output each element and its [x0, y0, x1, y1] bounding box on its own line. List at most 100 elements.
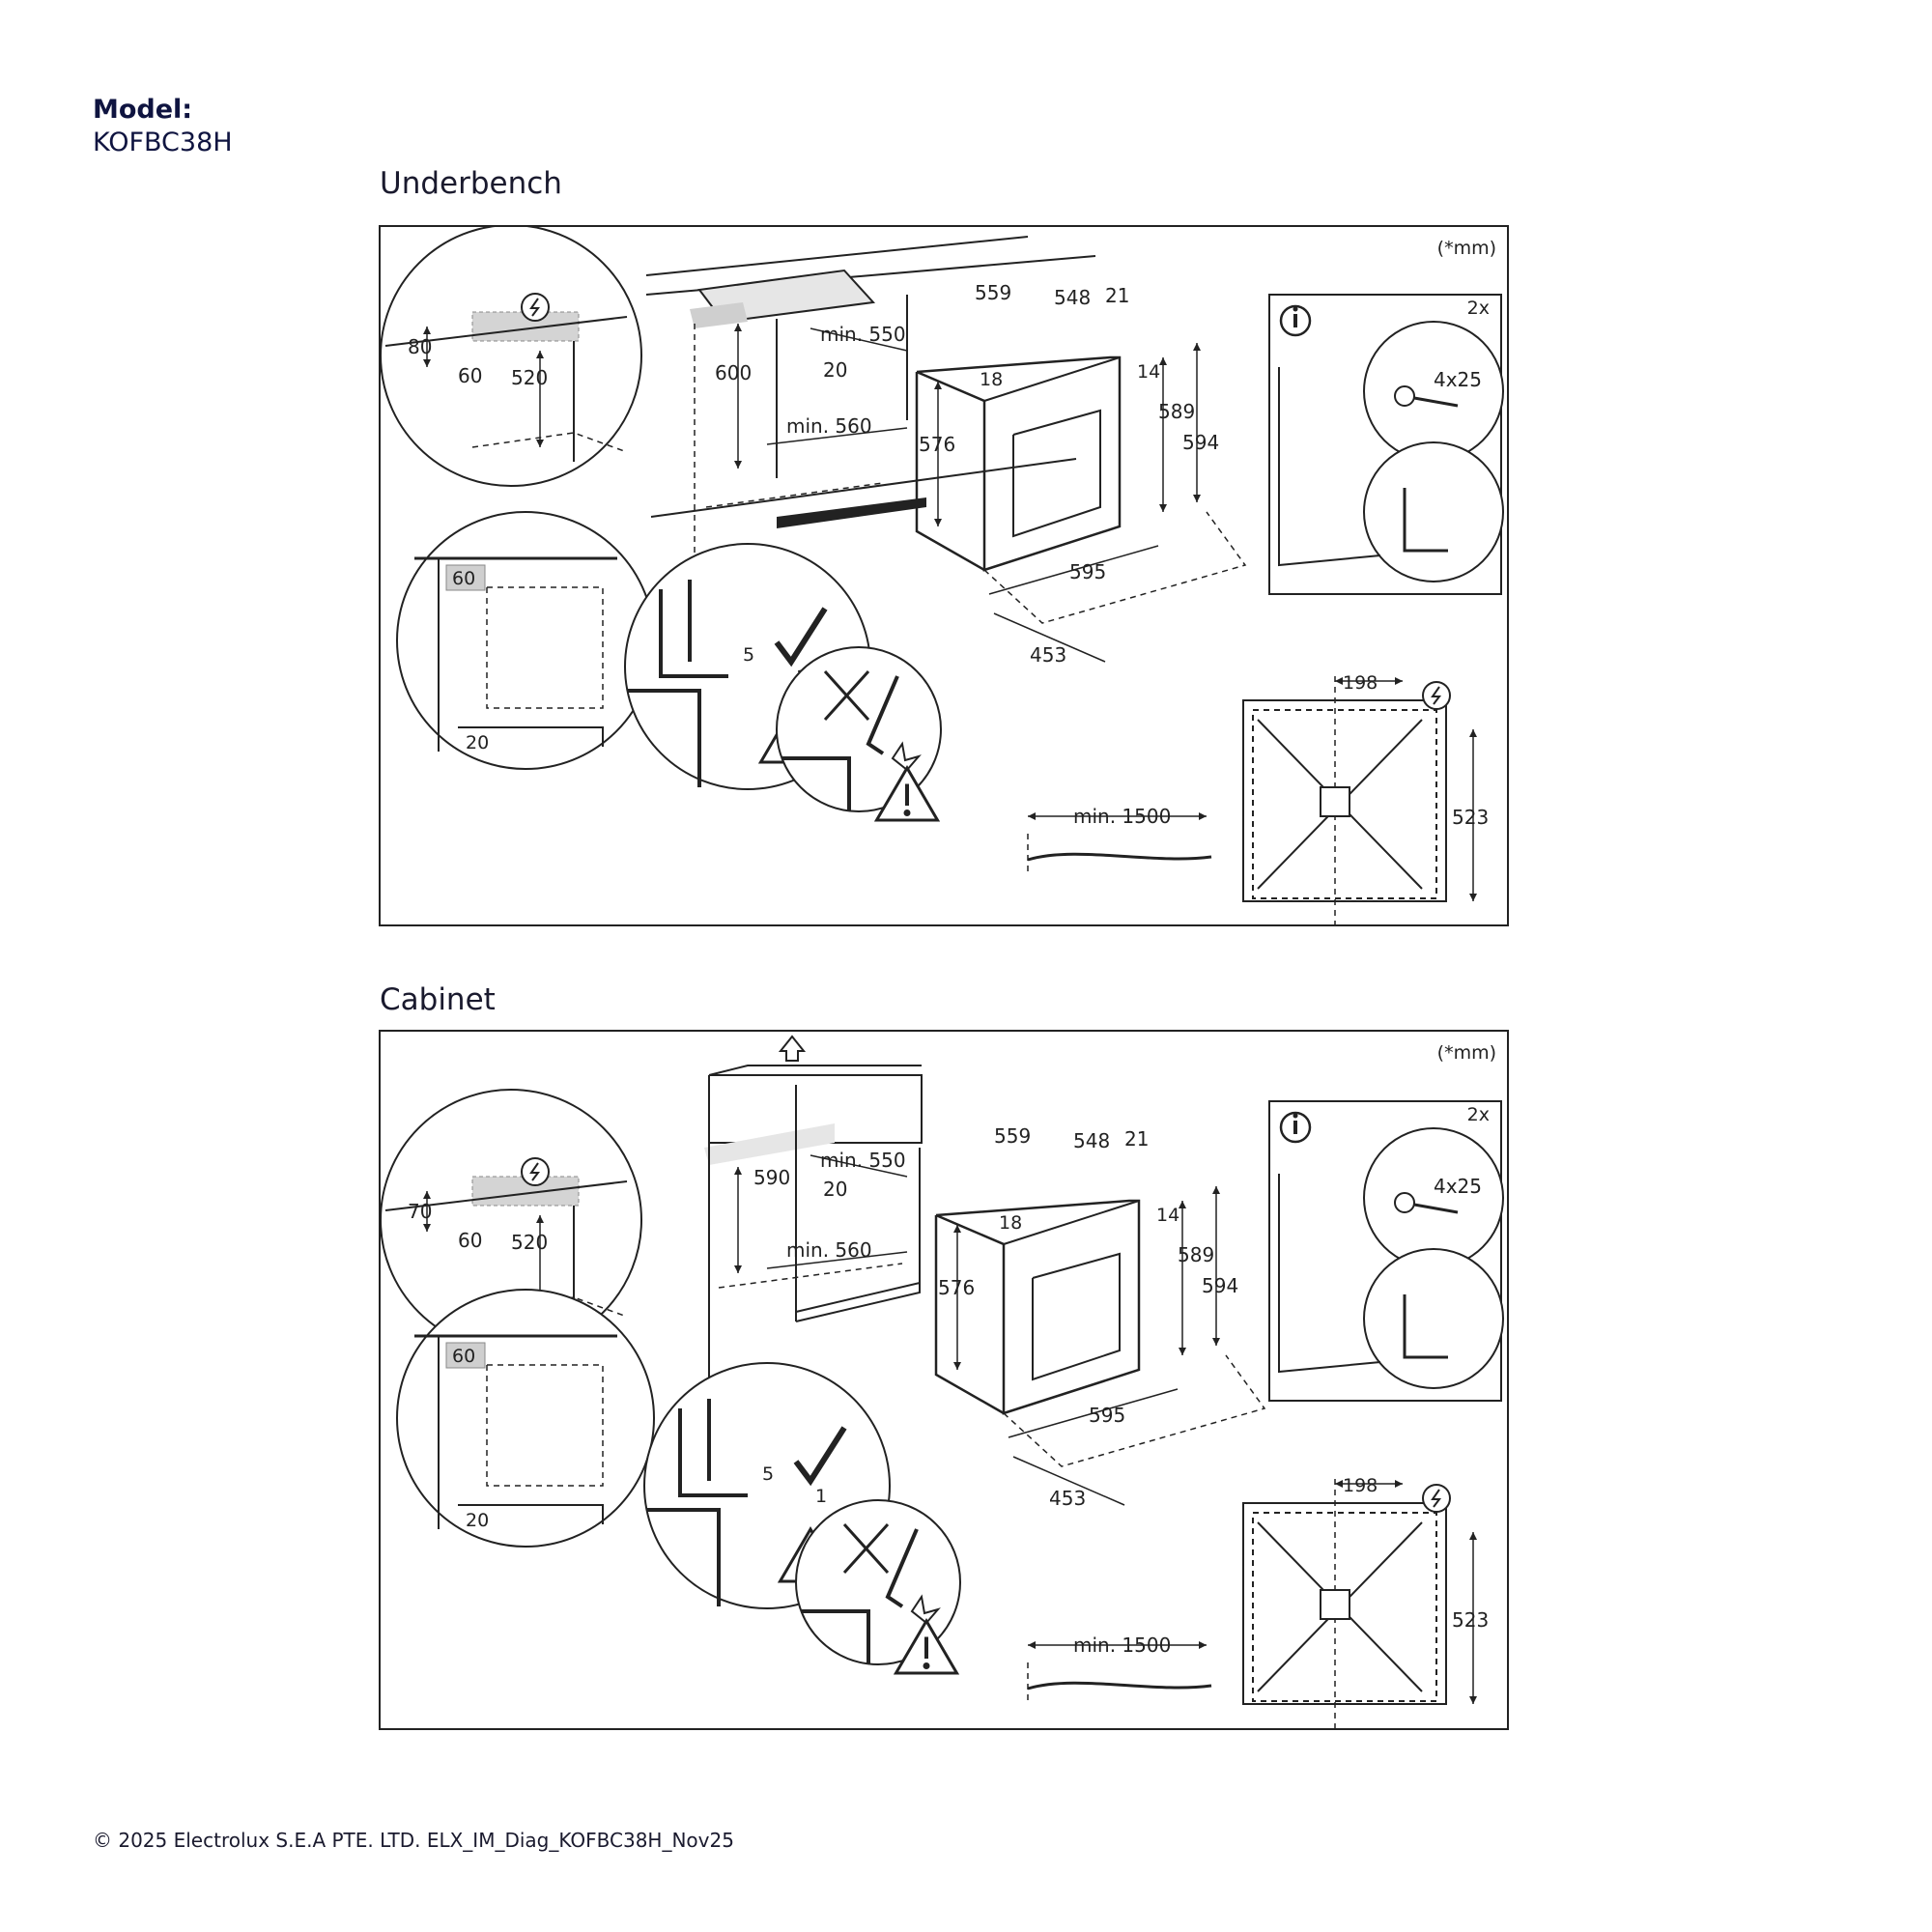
- electric-zone-shaded: [445, 564, 486, 591]
- front-view-inner: [1252, 1512, 1437, 1702]
- dimension-label-oven-h3: 594: [1202, 1274, 1238, 1297]
- bench-edge: [801, 1609, 870, 1664]
- lift-arrow-icon: [778, 1035, 807, 1062]
- arrowhead: [1212, 1186, 1220, 1194]
- arrowhead: [1395, 1480, 1403, 1488]
- dimension-label-oven-front-width: 595: [1069, 560, 1106, 583]
- dimension-width-line: [766, 427, 908, 445]
- front-width-label: 198: [1343, 1475, 1378, 1496]
- counter-line: [384, 316, 628, 347]
- cabinet-edge: [659, 589, 728, 678]
- dimension-label-cutout-height: 600: [715, 361, 752, 384]
- screw-detail-circle: [1363, 1127, 1504, 1268]
- side-base: [458, 1504, 604, 1524]
- incorrect-detail-circle: [795, 1499, 961, 1665]
- dimension-label-side-offset: 60: [452, 1346, 475, 1367]
- front-height-label: 523: [1452, 1608, 1489, 1632]
- oven-footprint-dashed: [1003, 1354, 1266, 1467]
- arrowhead: [1212, 1338, 1220, 1346]
- dimension-label-oven-panel-depth: 21: [1124, 1127, 1149, 1151]
- dimension-label-panel-gap: 14: [1137, 361, 1160, 383]
- arrowhead: [1469, 1532, 1477, 1540]
- impact-burst-icon: [891, 741, 922, 772]
- dimension-label-oven-h1: 576: [938, 1276, 975, 1299]
- arrowhead: [423, 359, 431, 367]
- dimension-label-side-base: 20: [466, 732, 489, 753]
- cross-icon: [823, 669, 870, 722]
- bracket-detail-circle: [1363, 441, 1504, 582]
- arrowhead: [536, 1215, 544, 1223]
- screw-head-icon: [1394, 1192, 1415, 1213]
- oven-door-window: [1012, 409, 1101, 538]
- electric-icon-bolt: [529, 298, 540, 317]
- cabinet-top-box: [708, 1065, 922, 1076]
- oven-footprint-dashed: [983, 511, 1247, 624]
- electric-icon-bolt: [1431, 686, 1441, 705]
- bench-edge: [627, 689, 701, 787]
- arrowhead: [1159, 504, 1167, 512]
- dimension-label-oven-panel-depth: 21: [1105, 284, 1129, 307]
- electric-zone-shaded: [704, 1123, 835, 1165]
- cable-length-label: min. 1500: [1073, 1634, 1171, 1657]
- arrowhead: [934, 519, 942, 526]
- dimension-oven-d3: [1012, 1456, 1125, 1506]
- bracket-icon: [1403, 1294, 1448, 1359]
- arrowhead: [1469, 894, 1477, 901]
- side-detail-circle: [396, 1289, 655, 1548]
- dimension-label-gap-a: 5: [743, 644, 754, 666]
- plinth-strip: [777, 497, 926, 528]
- arrowhead: [1179, 1201, 1186, 1208]
- dimension-label-cutout-offset: 20: [823, 1178, 847, 1201]
- screw-detail-circle: [1363, 321, 1504, 462]
- checkmark-icon: [774, 607, 828, 668]
- electric-detail-circle: [381, 227, 642, 487]
- oven-side-line: [1278, 1174, 1381, 1374]
- arrowhead: [1179, 1348, 1186, 1355]
- bracket-detail-circle: [1363, 1248, 1504, 1389]
- dimension-depth-line: [810, 327, 908, 352]
- model-value: KOFBC38H: [93, 128, 233, 157]
- dimension-label-oven-h2: 589: [1178, 1243, 1214, 1266]
- front-height-label: 523: [1452, 806, 1489, 829]
- arrowhead: [1028, 812, 1036, 820]
- oven-outline-dashed: [486, 586, 604, 709]
- info-icon-bar: [1293, 1121, 1297, 1134]
- model-label: Model:: [93, 95, 193, 125]
- dimension-depth-line: [810, 1154, 908, 1178]
- arrowhead: [734, 1167, 742, 1175]
- arrowhead: [1199, 1641, 1207, 1649]
- front-view-frame: [1242, 1502, 1447, 1705]
- arrowhead: [953, 1225, 961, 1233]
- dimension-label-cutout-height: 590: [753, 1166, 790, 1189]
- dimension-label-zone-height: 80: [408, 335, 432, 358]
- dimension-label-zone-height: 70: [408, 1200, 432, 1223]
- side-detail-circle: [396, 511, 655, 770]
- dimension-label-side-base: 20: [466, 1510, 489, 1531]
- dimension-label-oven-width: 559: [975, 281, 1011, 304]
- cable-length-label: min. 1500: [1073, 805, 1171, 828]
- oven-body-side: [915, 372, 985, 572]
- arrowhead: [734, 461, 742, 469]
- dimension-width-line: [766, 1251, 908, 1269]
- screw-icon: [1413, 1203, 1459, 1214]
- arrowhead: [1469, 1696, 1477, 1704]
- arrowhead: [1028, 1641, 1036, 1649]
- oven-body-side: [934, 1215, 1005, 1415]
- dimension-label-oven-front-width: 595: [1089, 1404, 1125, 1427]
- arrowhead: [734, 1265, 742, 1273]
- units-note: (*mm): [1437, 1042, 1496, 1064]
- oven-panel-edge: [1003, 1200, 1140, 1245]
- dimension-label-oven-depth: 548: [1054, 286, 1091, 309]
- front-view-inner: [1252, 709, 1437, 899]
- fixing-count-label: 2x: [1467, 1104, 1490, 1125]
- dimension-label-zone-offset: 60: [458, 1229, 482, 1252]
- cross-icon: [842, 1522, 890, 1575]
- bracket-icon: [1403, 488, 1448, 553]
- info-icon-dot: [1293, 1113, 1298, 1119]
- bench-front-edge: [650, 458, 1077, 518]
- copyright-footer: © 2025 Electrolux S.E.A PTE. LTD. ELX_IM…: [93, 1829, 734, 1852]
- power-cable: [1027, 1681, 1212, 1690]
- screw-head-icon: [1394, 385, 1415, 407]
